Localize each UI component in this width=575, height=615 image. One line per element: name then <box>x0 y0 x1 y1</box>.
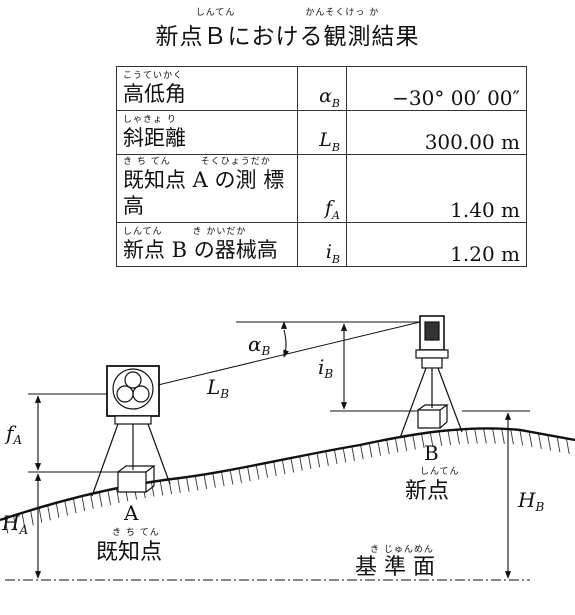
alpha-label: αB <box>248 332 271 358</box>
point-a-ruby: き ち てん <box>112 527 160 538</box>
row-symbol: iB <box>297 222 347 267</box>
row-value: −30° 00′ 00″ <box>346 66 527 111</box>
point-b-letter: B <box>424 441 439 465</box>
point-a-name: 既知点 <box>96 540 162 565</box>
row-name: 既知点 A の測 標 高 <box>123 168 285 218</box>
instrument-tripod-b <box>399 315 463 439</box>
point-b-name: 新点 <box>405 479 449 504</box>
row-ruby: き ち てん そくひょうだか <box>123 157 271 167</box>
row-value: 300.00 m <box>346 110 527 155</box>
hatch-line <box>22 428 46 541</box>
hb-label: HB <box>517 488 544 514</box>
datum-name: 基 準 面 <box>355 555 435 580</box>
sight-line <box>157 321 421 386</box>
target-tripod-a <box>91 365 171 497</box>
datum-ruby: き じゅんめん <box>370 544 434 555</box>
page-title: しんてん かんそくけっ か 新点Ｂにおける観測結果 <box>0 0 575 51</box>
title-ruby: しんてん かんそくけっ か <box>195 8 380 18</box>
row-name: 高低角 <box>123 82 186 106</box>
row-name-cell: しんてん き かいだか新点 B の器械高 <box>116 222 298 267</box>
row-ruby: しゃきょ り <box>123 115 177 125</box>
row-name-cell: こうていかく高低角 <box>116 66 298 111</box>
point-a-letter: A <box>123 501 139 525</box>
point-b-ruby: しんてん <box>420 466 460 477</box>
row-value: 1.20 m <box>346 222 527 267</box>
row-name-cell: しゃきょ り斜距離 <box>116 110 298 155</box>
ground-line <box>0 427 575 522</box>
row-name: 斜距離 <box>123 126 186 150</box>
f-label: fA <box>4 421 22 447</box>
row-ruby: こうていかく <box>123 71 184 81</box>
dimension-arrows <box>34 321 512 579</box>
row-symbol: LB <box>297 110 347 155</box>
row-name: 新点 B の器械高 <box>123 238 278 262</box>
alpha-arc <box>283 329 290 358</box>
l-label: LB <box>206 375 229 401</box>
reference-lines <box>28 321 530 473</box>
row-ruby: しんてん き かいだか <box>123 227 247 237</box>
hatch-line <box>0 428 10 541</box>
ground-hatching <box>0 428 575 575</box>
ha-label: HA <box>1 511 28 537</box>
title-text: 新点Ｂにおける観測結果 <box>155 24 420 50</box>
row-symbol: αB <box>297 66 347 111</box>
i-label: iB <box>318 355 333 381</box>
row-symbol: fA <box>297 154 347 223</box>
